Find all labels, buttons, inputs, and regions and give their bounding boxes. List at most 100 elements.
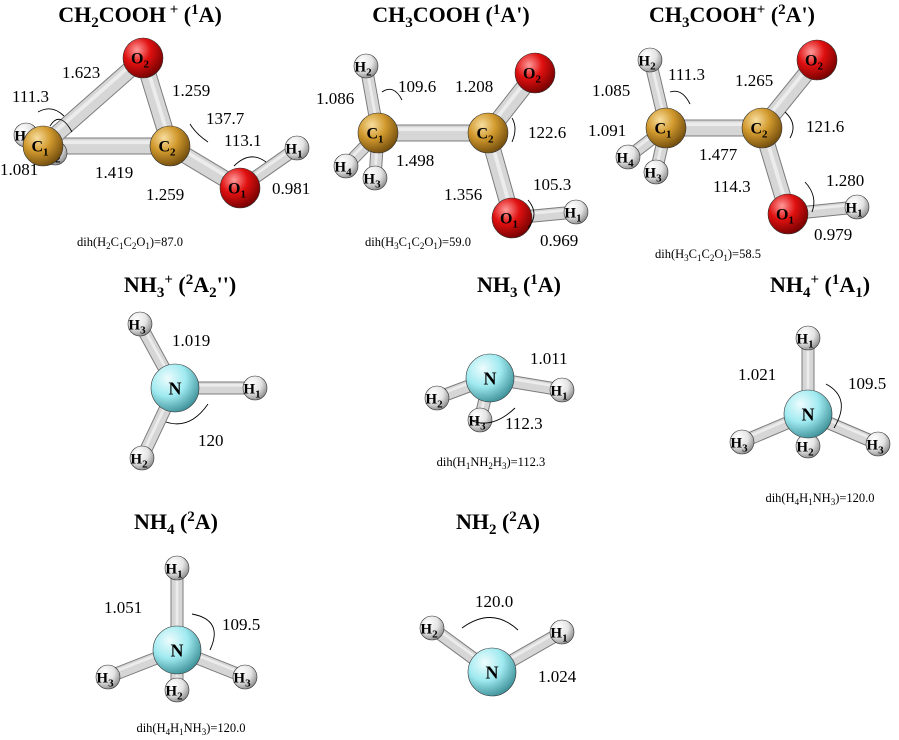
molecule-title-nh2-radical: NH2​ (2​A) [456, 509, 540, 538]
atom-h2: H2 [164, 677, 190, 703]
dihedral-label: dih(H1​NH​2​H​3​)=112.3 [437, 455, 546, 471]
svg-text:N: N [484, 368, 497, 388]
molecule-ch2cooh-cation: H1H2H3C1C2O2O1 [13, 37, 310, 209]
angle-arc [461, 617, 519, 631]
dihedral-label: dih(H3​C​1​C​2​O​1​)=58.5 [655, 247, 761, 263]
angle-arc [511, 117, 516, 143]
geometry-value: 111.3 [12, 87, 49, 106]
geometry-value: 1.051 [104, 598, 142, 617]
atom-c1: C1 [22, 125, 64, 167]
svg-text:H1: H1 [845, 200, 862, 219]
geometry-value: 120.0 [475, 592, 513, 611]
atom-h3: H3 [865, 431, 891, 457]
atom-h3: H3 [95, 664, 121, 690]
svg-text:H3: H3 [644, 165, 662, 184]
bond [35, 50, 151, 154]
svg-text:O1: O1 [500, 211, 518, 231]
svg-text:H3: H3 [96, 670, 114, 689]
geometry-value: 0.981 [272, 179, 310, 198]
geometry-value: 1.024 [538, 667, 577, 686]
geometry-value: 1.011 [530, 349, 568, 368]
atom-h3: H3 [232, 664, 258, 690]
atom-h1: H1 [844, 194, 870, 220]
dihedral-label: dih(H2​C​1​C​2​O​1​)=87.0 [77, 235, 183, 251]
atom-c2: C2 [741, 107, 783, 149]
svg-text:O2: O2 [523, 66, 541, 86]
atom-o1: O1 [219, 167, 261, 209]
atom-o1: O1 [767, 193, 809, 235]
atom-c1: C1 [645, 107, 687, 149]
angle-arc [37, 108, 65, 117]
molecule-title-ch3cooh-neutral: CH3​COOH (1​A') [372, 2, 529, 31]
angle-arc [165, 403, 209, 425]
atom-o2: O2 [122, 37, 164, 79]
atom-o1: O1 [491, 197, 533, 239]
atom-h3: H3 [643, 159, 669, 185]
svg-text:H1: H1 [243, 381, 260, 400]
atom-h3: H3 [729, 429, 755, 455]
geometry-value: 1.208 [455, 77, 493, 96]
atom-h1: H1 [242, 375, 268, 401]
geometry-value: 1.265 [735, 71, 773, 90]
geometry-value: 1.086 [316, 89, 354, 108]
svg-text:C2: C2 [158, 139, 176, 159]
atom-n: N [152, 625, 202, 675]
angle-arc [233, 156, 267, 167]
svg-text:H2: H2 [425, 391, 443, 410]
angle-arc [527, 199, 535, 229]
svg-text:H4: H4 [616, 150, 634, 169]
atom-h1: H1 [549, 377, 575, 403]
molecule-title-nh3-neutral: NH3​ (1​A) [477, 272, 561, 301]
molecule-title-nh4-radical: NH4​ (2​A) [134, 509, 218, 538]
svg-text:H3: H3 [730, 435, 748, 454]
svg-text:H1: H1 [564, 205, 581, 224]
angle-arc [804, 181, 815, 213]
svg-text:C2: C2 [750, 121, 768, 141]
atom-h2: H2 [637, 47, 663, 73]
atom-n: N [467, 647, 517, 697]
svg-text:H3: H3 [128, 317, 146, 336]
angle-arc [189, 123, 209, 143]
angle-arc [381, 88, 403, 101]
geometry-value: 121.6 [806, 117, 844, 136]
dihedral-label: dih(H4​H​1​NH​3​)=120.0 [136, 721, 245, 737]
atom-c1: C1 [357, 112, 399, 154]
geometry-value: 1.259 [146, 185, 184, 204]
geometry-value: 137.7 [206, 109, 245, 128]
svg-text:N: N [171, 640, 184, 660]
angle-arc [669, 90, 691, 105]
svg-text:H3: H3 [363, 171, 381, 190]
geometry-value: 1.019 [172, 331, 210, 350]
svg-text:N: N [486, 662, 499, 682]
atom-h1: H1 [164, 555, 190, 581]
svg-text:N: N [802, 404, 815, 424]
atom-h2: H2 [129, 445, 155, 471]
svg-text:O2: O2 [805, 53, 823, 73]
geometry-value: 1.091 [588, 121, 626, 140]
geometry-value: 1.623 [62, 63, 100, 82]
molecule-title-nh3-cation: NH3​+​ (2​A2​'') [124, 272, 236, 301]
atom-c2: C2 [149, 125, 191, 167]
svg-text:O1: O1 [228, 181, 246, 201]
svg-text:H2: H2 [796, 439, 814, 458]
svg-text:N: N [169, 378, 182, 398]
geometry-value: 120 [198, 431, 224, 450]
svg-text:H1: H1 [550, 625, 567, 644]
atom-h1: H1 [795, 325, 821, 351]
geometry-value: 105.3 [533, 175, 571, 194]
geometry-value: 109.5 [222, 615, 260, 634]
svg-text:C1: C1 [366, 126, 383, 146]
atom-h3: H3 [127, 311, 153, 337]
geometry-value: 1.259 [172, 81, 210, 100]
svg-text:O2: O2 [131, 51, 149, 71]
atom-n: N [465, 353, 515, 403]
svg-text:H3: H3 [233, 670, 251, 689]
angle-arc [191, 613, 215, 651]
geometry-value: 114.3 [713, 177, 751, 196]
